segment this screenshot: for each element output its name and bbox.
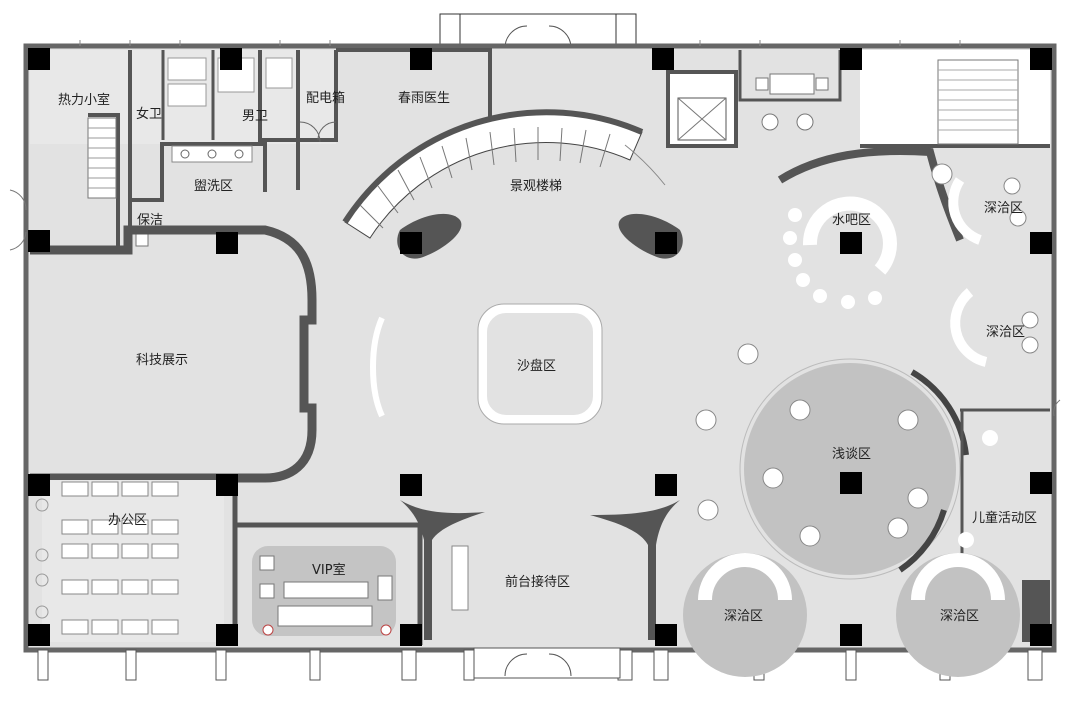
label-distribution-box: 配电箱 bbox=[306, 90, 345, 106]
label-meeting-bottom-right: 深洽区 bbox=[940, 609, 979, 624]
service-rooms bbox=[30, 48, 492, 253]
label-tech-display: 科技展示 bbox=[136, 353, 188, 368]
reception-walls bbox=[400, 500, 680, 640]
label-sand-table: 沙盘区 bbox=[517, 358, 556, 374]
label-meeting-top-right: 深洽区 bbox=[984, 201, 1023, 216]
water-bar-wall bbox=[777, 146, 964, 242]
office-walls bbox=[30, 475, 238, 645]
label-vip-room: VIP室 bbox=[312, 562, 346, 578]
curved-screen bbox=[370, 316, 385, 418]
bottom-entrance bbox=[473, 647, 621, 679]
label-women-wc: 女卫 bbox=[136, 106, 162, 122]
meeting-pods-bottom bbox=[683, 553, 1020, 677]
label-kids-area: 儿童活动区 bbox=[972, 510, 1037, 526]
casual-talk-zone bbox=[695, 343, 969, 580]
tech-display-wall bbox=[30, 225, 317, 483]
kids-area-wall bbox=[958, 408, 1050, 642]
meeting-pods-right bbox=[931, 163, 1039, 367]
structural-columns bbox=[28, 48, 1052, 646]
upper-right-rooms bbox=[666, 50, 1050, 148]
sand-table bbox=[477, 303, 603, 425]
label-meeting-bottom-left: 深洽区 bbox=[724, 609, 763, 624]
water-bar bbox=[783, 196, 897, 309]
label-office: 办公区 bbox=[108, 513, 147, 528]
label-heat-room: 热力小室 bbox=[58, 92, 110, 108]
label-landscape-stairs: 景观楼梯 bbox=[510, 179, 562, 194]
top-entrance bbox=[439, 13, 637, 49]
label-cleaning: 保洁 bbox=[137, 213, 163, 228]
label-water-bar: 水吧区 bbox=[832, 213, 871, 228]
label-men-wc: 男卫 bbox=[242, 109, 268, 124]
label-meeting-right: 深洽区 bbox=[986, 325, 1025, 340]
label-casual-talk: 浅谈区 bbox=[832, 447, 871, 462]
landscape-staircase bbox=[342, 109, 666, 239]
label-wash-area: 盥洗区 bbox=[194, 179, 233, 194]
label-reception: 前台接待区 bbox=[505, 574, 570, 590]
window-ticks bbox=[79, 40, 961, 46]
room-labels: 热力小室 女卫 男卫 配电箱 春雨医生 盥洗区 保洁 景观楼梯 水吧区 深洽区 … bbox=[58, 90, 1037, 624]
side-doors bbox=[9, 189, 1061, 417]
label-chunyu-doctor: 春雨医生 bbox=[398, 91, 450, 106]
vip-room bbox=[235, 522, 423, 645]
